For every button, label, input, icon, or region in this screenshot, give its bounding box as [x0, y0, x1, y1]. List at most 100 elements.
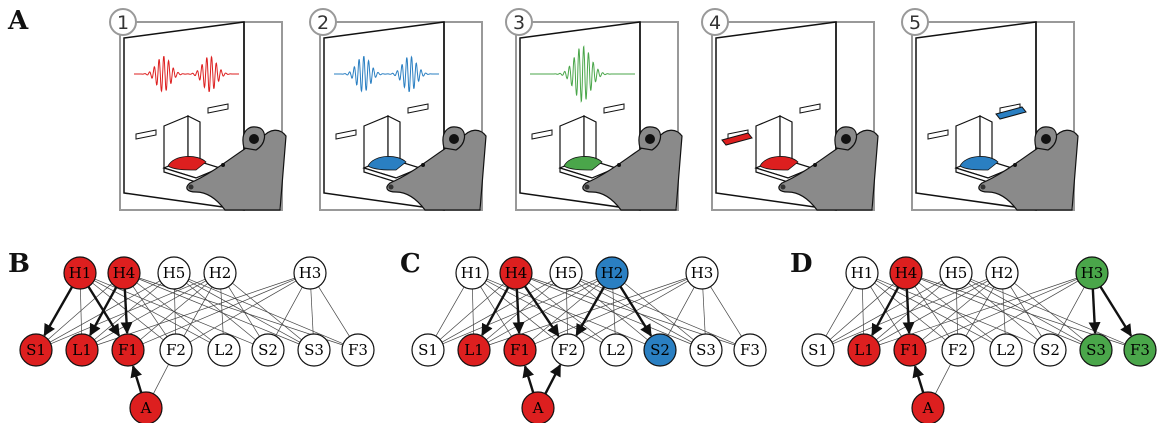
edge: [914, 286, 950, 337]
edge: [47, 283, 113, 340]
edge: [228, 286, 260, 337]
rat-inner-ear: [449, 134, 459, 144]
input-edge: [912, 365, 925, 394]
bold-edge: [871, 286, 900, 337]
node-l2: L2: [599, 333, 633, 367]
node-f3: F3: [1123, 333, 1157, 367]
edge: [825, 286, 855, 337]
edge: [532, 283, 600, 340]
node-label: F2: [558, 341, 578, 359]
node-label: S3: [304, 341, 324, 359]
step-number: 3: [513, 12, 525, 34]
edge: [566, 288, 568, 335]
node-f1: F1: [893, 333, 927, 367]
edge: [441, 280, 553, 343]
rat-nose: [780, 184, 786, 190]
node-s2: S2: [251, 333, 285, 367]
edge: [1014, 282, 1084, 341]
node-label: F1: [900, 341, 920, 359]
rat-body: [778, 129, 879, 211]
node-label: F1: [118, 341, 138, 359]
node-circle: [455, 256, 489, 290]
node-h2: H2: [595, 256, 629, 290]
node-circle: [685, 256, 719, 290]
bold-edge: [1088, 288, 1101, 335]
node-h4: H4: [107, 256, 141, 290]
node-f1: F1: [111, 333, 145, 367]
bold-edge: [120, 288, 133, 335]
edge: [275, 286, 303, 337]
node-h4: H4: [499, 256, 533, 290]
lever-slot-right: [407, 103, 429, 114]
step-badge: [901, 8, 929, 36]
node-label: S2: [650, 341, 670, 359]
edge: [935, 364, 951, 394]
node-circle: [643, 333, 677, 367]
edge: [232, 282, 302, 341]
rat-body: [386, 129, 487, 211]
food-bowl: [367, 156, 407, 171]
node-label: L1: [464, 341, 484, 359]
scene-frame: [711, 21, 875, 211]
edge: [132, 286, 168, 337]
scene-2: 2: [309, 8, 487, 211]
node-l1: L1: [847, 333, 881, 367]
node-f3: F3: [341, 333, 375, 367]
node-circle: [63, 256, 97, 290]
node-label: H2: [209, 264, 232, 282]
node-circle: [503, 333, 537, 367]
node-circle: [411, 333, 445, 367]
node-s1: S1: [19, 333, 53, 367]
rat-inner-ear: [841, 134, 851, 144]
edges: [825, 277, 1133, 394]
node-label: A: [140, 399, 152, 417]
node-a: A: [911, 391, 945, 423]
node-circle: [549, 256, 583, 290]
rat-eye: [813, 163, 817, 167]
edge: [472, 288, 474, 335]
edge: [174, 288, 176, 335]
node-label: S3: [1086, 341, 1106, 359]
food-bowl: [167, 156, 207, 171]
node-f2: F2: [941, 333, 975, 367]
node-h1: H1: [63, 256, 97, 290]
node-l1: L1: [65, 333, 99, 367]
rat-head: [386, 126, 487, 211]
node-f1: F1: [503, 333, 537, 367]
node-label: F3: [740, 341, 760, 359]
edge: [922, 283, 990, 340]
bold-edge: [619, 285, 653, 337]
rat-head: [582, 126, 683, 211]
node-label: L2: [996, 341, 1016, 359]
node-l2: L2: [989, 333, 1023, 367]
node-label: L2: [606, 341, 626, 359]
step-badge: [309, 8, 337, 36]
node-circle: [551, 333, 585, 367]
food-bowl: [959, 156, 999, 171]
edge: [186, 282, 256, 341]
rat-eye: [1013, 163, 1017, 167]
edge: [965, 286, 995, 337]
node-label: S2: [1040, 341, 1060, 359]
scene-frame: [319, 21, 483, 211]
edge: [612, 288, 616, 335]
scene-frame: [911, 21, 1075, 211]
edge: [968, 282, 1038, 341]
lever-slot-right: [799, 103, 821, 114]
edge: [831, 280, 943, 343]
node-circle: [1079, 333, 1113, 367]
node-circle: [689, 333, 723, 367]
sound-waveform: [334, 55, 439, 93]
node-h5: H5: [157, 256, 191, 290]
edge: [189, 280, 297, 343]
edge: [877, 280, 989, 343]
edge: [1057, 286, 1085, 337]
rat-inner-ear: [1041, 134, 1051, 144]
bold-edge: [89, 286, 118, 337]
node-label: H3: [691, 264, 714, 282]
node-circle: [457, 333, 491, 367]
node-circle: [801, 333, 835, 367]
node-circle: [989, 333, 1023, 367]
